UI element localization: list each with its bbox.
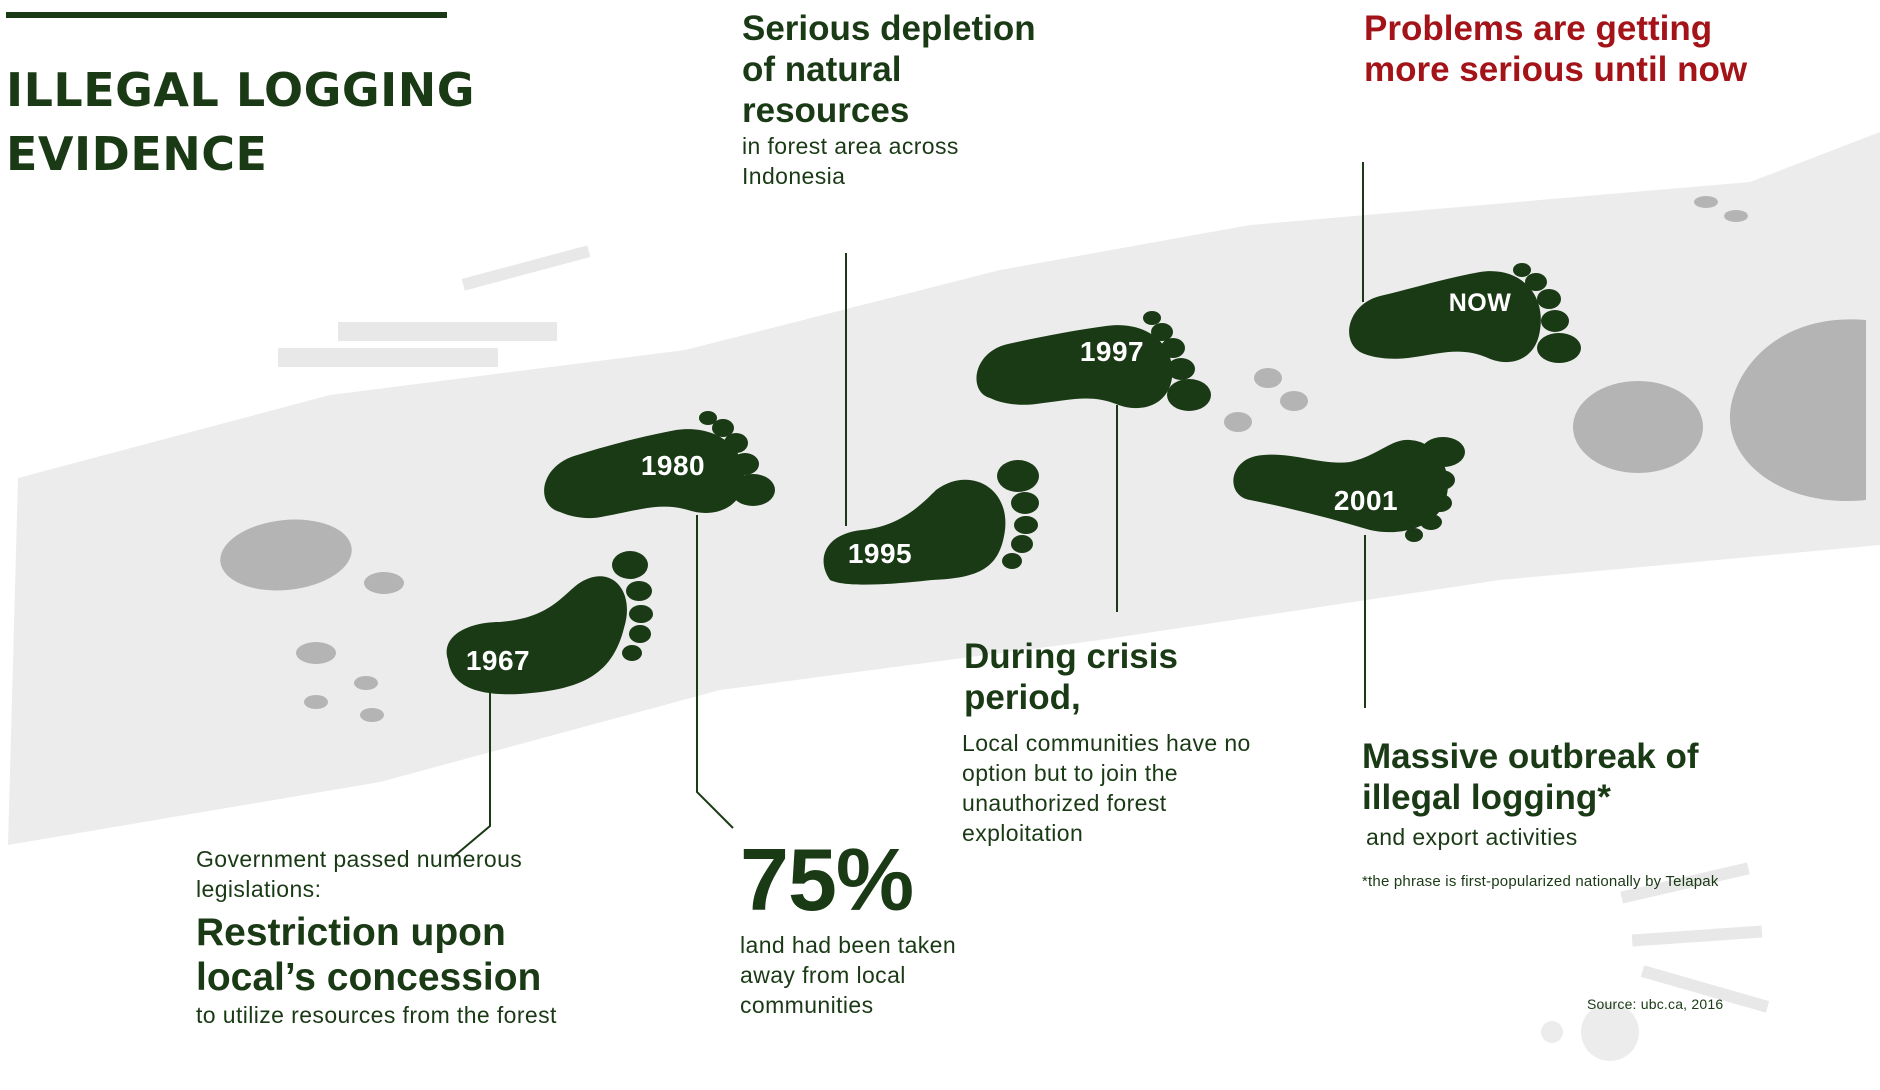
title-bar xyxy=(6,12,447,18)
leader-line-1980 xyxy=(696,515,734,829)
depletion-block: Serious depletion of natural resources i… xyxy=(742,8,1042,191)
restriction-text: to utilize resources from the forest xyxy=(196,1002,557,1028)
restriction-heading: Restriction upon local’s concession xyxy=(196,911,542,999)
restriction-block: Government passed numerous legislations:… xyxy=(196,844,636,1030)
restriction-intro: Government passed numerous legislations: xyxy=(196,846,523,902)
stone-icon xyxy=(1254,368,1282,388)
depletion-text: in forest area across Indonesia xyxy=(742,133,959,189)
stone-icon xyxy=(296,642,336,664)
land-block: 75% land had been taken away from local … xyxy=(740,830,1000,1020)
year-label-1980: 1980 xyxy=(640,450,706,481)
stone-icon xyxy=(364,572,404,594)
footprint-icon xyxy=(823,460,1039,585)
year-label-1967: 1967 xyxy=(465,645,531,676)
massive-block: Massive outbreak of illegal logging* and… xyxy=(1362,736,1782,908)
year-label-1997: 1997 xyxy=(1079,336,1145,367)
footnote: *the phrase is first-popularized nationa… xyxy=(1362,873,1719,890)
problems-heading: Problems are getting more serious until … xyxy=(1364,9,1748,89)
stone-icon xyxy=(354,676,378,690)
footprint-icon xyxy=(446,551,653,695)
deco-bar xyxy=(1631,925,1763,947)
year-label-2001: 2001 xyxy=(1333,485,1399,516)
deco-bar xyxy=(1620,862,1750,904)
footprint-icon xyxy=(1233,437,1465,542)
footprint-icon xyxy=(976,311,1211,411)
crisis-block: During crisis period, Local communities … xyxy=(962,636,1282,848)
stone-icon xyxy=(1573,381,1703,473)
deco-bar xyxy=(461,245,591,291)
massive-heading: Massive outbreak of illegal logging* xyxy=(1362,737,1699,817)
stone-icon xyxy=(1729,319,1866,502)
deco-bar xyxy=(338,322,557,341)
stone-icon xyxy=(304,695,328,709)
crisis-heading: During crisis period, xyxy=(964,637,1178,717)
depletion-heading: Serious depletion of natural resources xyxy=(742,9,1036,130)
stone-icon xyxy=(1724,210,1748,222)
stone-icon xyxy=(220,519,352,591)
year-label-1995: 1995 xyxy=(847,538,913,569)
footprint-icon xyxy=(544,411,775,519)
land-stat: 75% xyxy=(740,830,914,929)
deco-circle xyxy=(1581,1003,1639,1061)
leader-line-1967 xyxy=(451,690,491,859)
land-text: land had been taken away from local comm… xyxy=(740,932,957,1018)
problems-block: Problems are getting more serious until … xyxy=(1364,8,1784,90)
stone-icon xyxy=(1694,196,1718,208)
deco-bar xyxy=(1640,965,1770,1013)
deco-bar xyxy=(278,348,498,367)
crisis-text: Local communities have no option but to … xyxy=(962,730,1251,846)
page-title: ILLEGAL LOGGING EVIDENCE xyxy=(6,63,476,181)
year-label-now: NOW xyxy=(1448,289,1512,317)
stone-icon xyxy=(1224,412,1252,432)
deco-circle xyxy=(1541,1021,1563,1043)
stone-icon xyxy=(1280,391,1308,411)
footprint-icon xyxy=(1349,263,1581,363)
massive-text: and export activities xyxy=(1366,824,1578,850)
stone-icon xyxy=(360,708,384,722)
source-credit: Source: ubc.ca, 2016 xyxy=(1587,996,1724,1012)
